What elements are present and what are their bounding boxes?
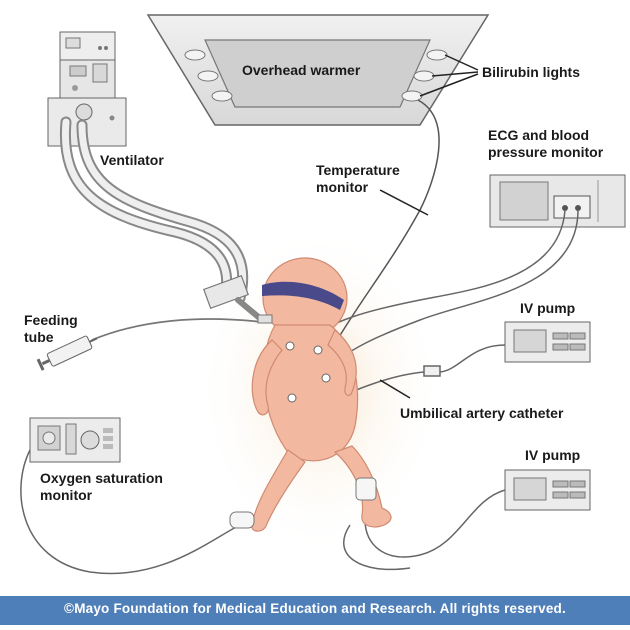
oxygen-saturation-monitor [30, 418, 120, 462]
pulse-oximeter-sensor [230, 512, 254, 528]
bilirubin-light [402, 91, 422, 101]
chest-electrode [322, 374, 330, 382]
iv-pump-upper [505, 322, 590, 362]
iv-pump-lower-label: IV pump [525, 447, 580, 464]
oxygen-monitor-label: Oxygen saturation monitor [40, 470, 163, 504]
iv-bandage [356, 478, 376, 500]
temperature-monitor-line2: monitor [316, 179, 400, 196]
chest-electrode [286, 342, 294, 350]
copyright-bar: ©Mayo Foundation for Medical Education a… [0, 596, 630, 625]
feeding-tube-label: Feeding tube [24, 312, 78, 346]
ventilator-label: Ventilator [100, 152, 164, 169]
feeding-tube-line1: Feeding [24, 312, 78, 329]
warmer-vent [198, 71, 218, 81]
bilirubin-lights-label: Bilirubin lights [482, 64, 580, 81]
feeding-tube-line2: tube [24, 329, 78, 346]
ecg-monitor-line1: ECG and blood [488, 127, 603, 144]
temperature-monitor-line1: Temperature [316, 162, 400, 179]
iv-pump-lower [505, 470, 590, 510]
ecg-bp-monitor [490, 175, 625, 227]
bilirubin-light [414, 71, 434, 81]
copyright-text: ©Mayo Foundation for Medical Education a… [0, 601, 630, 616]
ecg-monitor-label: ECG and blood pressure monitor [488, 127, 603, 161]
bilirubin-light [427, 50, 447, 60]
endotracheal-tube [258, 315, 272, 323]
umbilical-catheter-label: Umbilical artery catheter [400, 405, 563, 422]
oxygen-monitor-line1: Oxygen saturation [40, 470, 163, 487]
ecg-monitor-line2: pressure monitor [488, 144, 603, 161]
overhead-warmer-label: Overhead warmer [242, 62, 360, 79]
chest-electrode [314, 346, 322, 354]
warmer-vent [185, 50, 205, 60]
oxygen-monitor-line2: monitor [40, 487, 163, 504]
chest-electrode [288, 394, 296, 402]
warmer-vent [212, 91, 232, 101]
temperature-monitor-label: Temperature monitor [316, 162, 400, 196]
iv-pump-upper-label: IV pump [520, 300, 575, 317]
